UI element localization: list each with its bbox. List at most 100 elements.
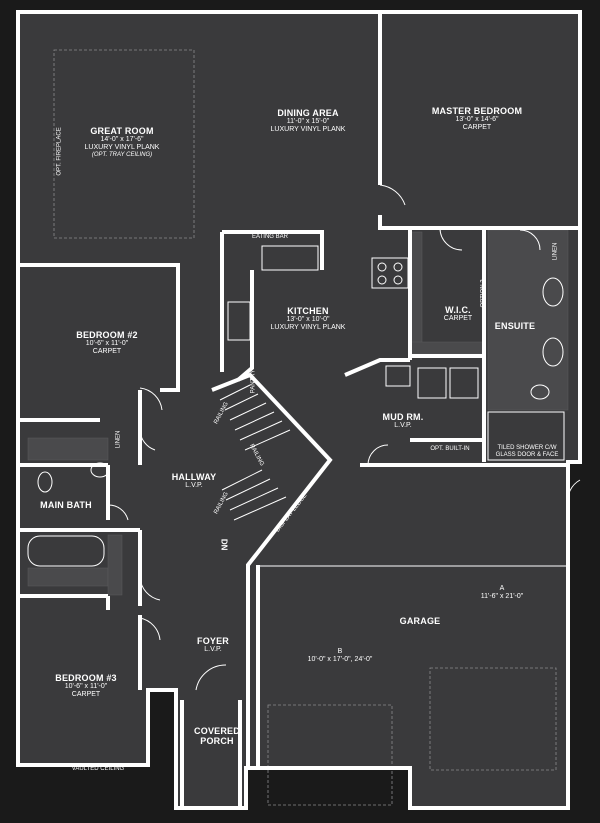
garage-bay-a-dims: 11'-6" x 21'-0" xyxy=(480,593,524,601)
kitchen-name: KITCHEN xyxy=(287,306,329,316)
main-bath-name: MAIN BATH xyxy=(40,500,92,510)
garage-name: GARAGE xyxy=(399,616,441,626)
garage-label: GARAGE xyxy=(400,616,441,626)
dining-name: DINING AREA xyxy=(277,108,339,118)
master-door[interactable] xyxy=(379,184,406,206)
mudroom-name: MUD RM. xyxy=(382,412,424,422)
hall-closet-door[interactable] xyxy=(139,577,161,601)
ensuite-name: ENSUITE xyxy=(494,321,536,331)
great-room-label: GREAT ROOM 14'-0" x 17'-6" LUXURY VINYL … xyxy=(85,126,160,159)
master-finish: CARPET xyxy=(462,124,492,132)
bedroom2-door[interactable] xyxy=(139,387,163,411)
linen-bath-label: LINEN xyxy=(115,430,122,449)
linen-top-label: LINEN xyxy=(552,242,559,261)
great-room-dims: 14'-0" x 17'-6" xyxy=(100,136,144,144)
kitchen-fixtures xyxy=(227,245,479,399)
master-dims: 13'-0" x 14'-6" xyxy=(455,116,499,124)
kitchen-sink xyxy=(227,301,251,341)
mudroom-door[interactable] xyxy=(367,444,389,466)
dining-finish: LUXURY VINYL PLANK xyxy=(270,126,346,134)
mudroom-label: MUD RM. L.V.P. xyxy=(383,412,424,430)
ensuite-toilet xyxy=(530,384,550,400)
option-label: OPTION 2 xyxy=(480,279,487,308)
garage-door-b-outline xyxy=(267,704,393,806)
bedroom2-finish: CARPET xyxy=(92,348,122,356)
bedroom3-name: BEDROOM #3 xyxy=(55,673,117,683)
washer xyxy=(417,367,447,399)
hallway-finish: L.V.P. xyxy=(185,482,203,490)
tray-ceiling-outline xyxy=(53,49,195,239)
bathtub xyxy=(27,535,105,567)
foyer-name: FOYER xyxy=(196,636,230,646)
wic-door[interactable] xyxy=(439,227,463,251)
great-room-note: (OPT. TRAY CEILING) xyxy=(91,152,153,159)
great-room-finish: LUXURY VINYL PLANK xyxy=(84,144,160,152)
wic-tile-strip-bottom xyxy=(409,341,485,355)
opt-fireplace-label: OPT. FIREPLACE xyxy=(56,127,63,176)
kitchen-finish: LUXURY VINYL PLANK xyxy=(270,324,346,332)
bedroom3-finish: CARPET xyxy=(71,691,101,699)
kitchen-label: KITCHEN 13'-0" x 10'-0" LUXURY VINYL PLA… xyxy=(271,306,346,332)
garage-bay-b-dims: 10'-0" x 17'-0", 24'-0" xyxy=(307,656,373,664)
bedroom2-name: BEDROOM #2 xyxy=(76,330,138,340)
foyer-finish: L.V.P. xyxy=(204,646,222,654)
garage-bay-b-label: B 10'-0" x 17'-0", 24'-0" xyxy=(308,648,373,664)
stair-treads xyxy=(219,384,291,521)
windows xyxy=(17,11,581,766)
front-door[interactable] xyxy=(195,664,227,691)
garage-bay-b: B xyxy=(337,648,343,655)
opt-built-in-label: OPT. BUILT-IN xyxy=(430,446,470,452)
garage-side-door[interactable] xyxy=(567,479,581,506)
ensuite-tile-floor xyxy=(487,229,569,411)
tiled-areas xyxy=(27,229,569,596)
eating-bar-counter xyxy=(261,245,319,271)
stove xyxy=(371,257,409,289)
hallway-label: HALLWAY L.V.P. xyxy=(172,472,217,490)
doors xyxy=(107,184,581,691)
bedroom3-dims: 10'-6" x 11'-0" xyxy=(64,683,108,691)
bedroom3-label: BEDROOM #3 10'-6" x 11'-0" CARPET xyxy=(55,673,117,699)
master-name: MASTER BEDROOM xyxy=(431,106,523,116)
bath-door[interactable] xyxy=(107,504,129,521)
wic-finish: CARPET xyxy=(443,315,473,323)
dining-label: DINING AREA 11'-0" x 15'-0" LUXURY VINYL… xyxy=(271,108,346,134)
bedroom2-dims: 10'-6" x 11'-0" xyxy=(85,340,129,348)
bath-counter xyxy=(27,437,109,461)
porch-line1: COVERED xyxy=(194,726,240,736)
shower-label: TILED SHOWER C/W GLASS DOOR & FACE xyxy=(496,445,559,459)
floor-fill xyxy=(18,12,580,808)
bath-fixtures xyxy=(27,277,565,567)
foyer-label: FOYER L.V.P. xyxy=(197,636,229,654)
wic-label: W.I.C. CARPET xyxy=(444,305,472,323)
shower-line2: GLASS DOOR & FACE xyxy=(495,451,559,458)
tiled-shower xyxy=(487,411,565,461)
main-bath-toilet xyxy=(37,471,53,493)
laundry-sink xyxy=(385,365,411,387)
linen-door[interactable] xyxy=(139,429,156,451)
garage-bay-a-label: A 11'-6" x 21'-0" xyxy=(481,585,524,601)
dining-dims: 11'-0" x 15'-0" xyxy=(286,118,330,126)
ceiling-outlines xyxy=(53,49,557,806)
mudroom-finish: L.V.P. xyxy=(394,422,412,430)
porch-line2: PORCH xyxy=(200,736,234,747)
hallway-name: HALLWAY xyxy=(171,472,217,482)
shower-line1: TILED SHOWER C/W xyxy=(497,445,557,451)
garage-bay-a: A xyxy=(499,585,505,592)
main-bath-sink xyxy=(90,462,110,478)
bedroom3-door[interactable] xyxy=(139,617,161,641)
pantry-label: PANTRY xyxy=(250,369,257,394)
main-bath-label: MAIN BATH xyxy=(40,500,92,510)
dryer xyxy=(449,367,479,399)
hall-tile-strip xyxy=(107,534,123,596)
great-room-name: GREAT ROOM xyxy=(90,126,154,136)
porch-label: COVERED PORCH xyxy=(194,726,240,747)
ensuite-sink-2 xyxy=(542,337,564,367)
ensuite-door[interactable] xyxy=(519,229,541,251)
wic-name: W.I.C. xyxy=(445,305,471,315)
ensuite-label: ENSUITE xyxy=(495,321,535,331)
master-label: MASTER BEDROOM 13'-0" x 14'-6" CARPET xyxy=(432,106,522,132)
bedroom2-label: BEDROOM #2 10'-6" x 11'-0" CARPET xyxy=(76,330,138,356)
bath-tile-strip xyxy=(27,567,109,587)
dn-label: DN xyxy=(219,538,229,551)
